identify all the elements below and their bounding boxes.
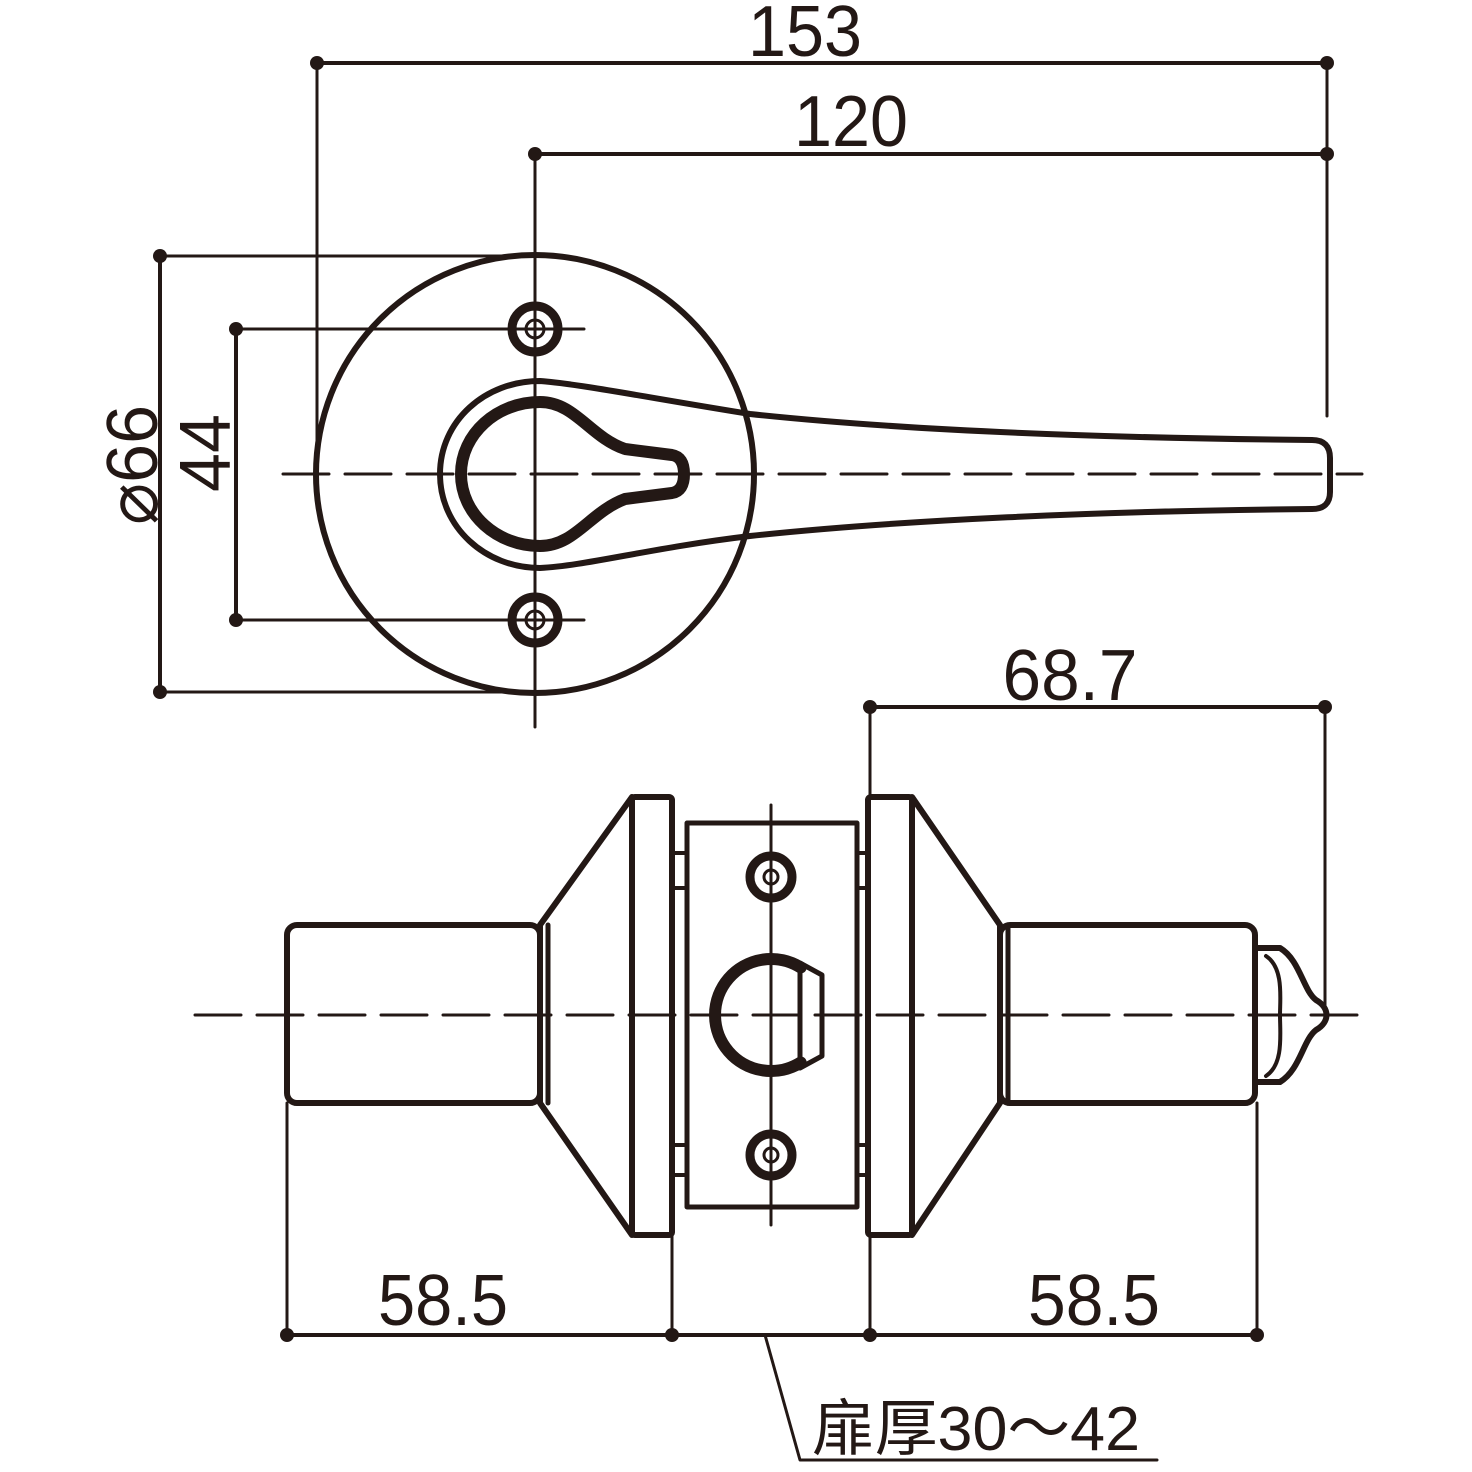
screw-slot [762, 868, 780, 886]
dimension-dot [863, 700, 877, 714]
side-view [193, 700, 1369, 1462]
screw-slot [524, 609, 546, 631]
door-thickness-leader [763, 1333, 1159, 1462]
screw-head [507, 592, 563, 648]
dimension-dot [153, 685, 167, 699]
screw-slot [524, 318, 546, 340]
label-left-depth: 58.5 [378, 1261, 508, 1341]
left-rose-plate [629, 794, 675, 1238]
dimension-dot [280, 1328, 294, 1342]
screw-head [745, 1129, 797, 1181]
lever-outline [437, 378, 1333, 571]
latch-body [684, 820, 860, 1210]
screw-head [507, 301, 563, 357]
dimension-dot [1320, 56, 1334, 70]
latch-spindle-hole [709, 953, 807, 1077]
label-lever-length: 120 [794, 82, 908, 162]
label-overall-length: 153 [748, 0, 862, 72]
dimension-dot [153, 249, 167, 263]
screw-head [745, 851, 797, 903]
right-hub-tip [1252, 945, 1330, 1085]
right-hub-tip-inner [1264, 954, 1283, 1078]
latch-spindle-flat [797, 960, 825, 1071]
right-rose-cone [909, 794, 1003, 1238]
dimension-dot [665, 1328, 679, 1342]
lever-teardrop-recess [455, 396, 690, 552]
right-lever-hub [997, 922, 1258, 1106]
label-rose-diameter: ⌀66 [93, 405, 173, 525]
dimension-dot [229, 613, 243, 627]
dimension-dot [863, 1328, 877, 1342]
lower-screw [507, 592, 563, 648]
latch-upper-screw [745, 851, 797, 903]
latch-lower-screw [745, 1129, 797, 1181]
dimension-dot [1320, 147, 1334, 161]
label-screw-pitch: 44 [166, 414, 246, 492]
screw-slot [762, 1146, 780, 1164]
top-view [153, 56, 1364, 729]
dimension-dot [229, 322, 243, 336]
dimension-dot [1318, 700, 1332, 714]
dimension-dot [310, 56, 324, 70]
label-door-thickness: 扉厚30～42 [812, 1395, 1140, 1464]
dimension-dot [1250, 1328, 1264, 1342]
label-right-depth: 58.5 [1028, 1261, 1160, 1341]
label-projection: 68.7 [1003, 636, 1138, 716]
upper-screw [507, 301, 563, 357]
